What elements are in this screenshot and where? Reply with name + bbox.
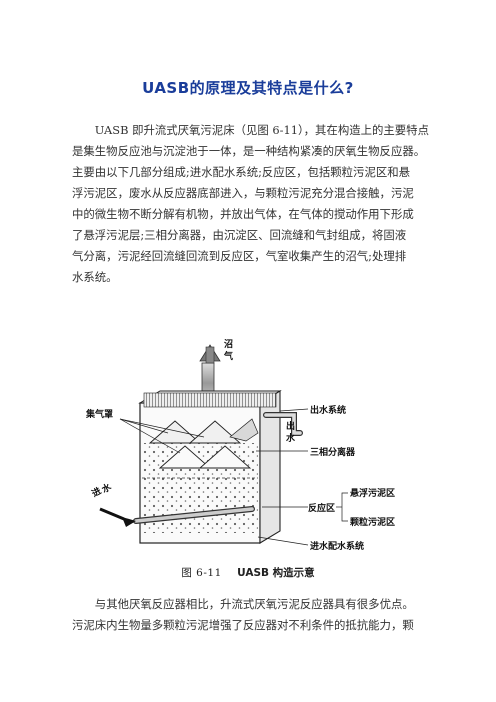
label-reaction-zone: 反应区 bbox=[308, 502, 335, 514]
paragraph-line: 是集生物反应池与沉淀池于一体，是一种结构紧凑的厌氧生物反应器。 bbox=[72, 144, 426, 158]
advantages-paragraph: 与其他厌氧反应器相比，升流式厌氧污泥反应器具有很多优点。 污泥床内生物量多颗粒污… bbox=[72, 594, 428, 636]
label-gas-hood: 集气罩 bbox=[85, 408, 113, 420]
paragraph-line: 水系统。 bbox=[72, 270, 118, 284]
page-title: UASB的原理及其特点是什么? bbox=[142, 79, 354, 97]
paragraph-line: UASB 即升流式厌氧污泥床（见图 6-11），其在构造上的主要特点 bbox=[94, 123, 429, 137]
uasb-diagram: 沼 气 集气罩 出水系统 出 水 三相分离器 悬浮污泥区 反应区 颗粒污泥区 进… bbox=[80, 333, 420, 565]
paragraph-line: 主要由以下几部分组成;进水配水系统;反应区，包括颗粒污泥区和悬 bbox=[72, 165, 411, 179]
inlet-pipe bbox=[99, 506, 255, 527]
label-separator: 三相分离器 bbox=[310, 446, 356, 458]
label-biogas-1: 沼 bbox=[224, 338, 233, 350]
caption-number: 图 6-11 bbox=[181, 567, 222, 579]
figure-caption: 图 6-11 UASB 构造示意 bbox=[0, 565, 496, 580]
label-granular-zone: 颗粒污泥区 bbox=[350, 516, 395, 528]
paragraph-line: 气分离，污泥经回流缝回流到反应区，气室收集产生的沼气;处理排 bbox=[72, 249, 407, 263]
label-outlet-system: 出水系统 bbox=[310, 404, 346, 416]
paragraph-line: 污泥床内生物量多颗粒污泥增强了反应器对不利条件的抵抗能力，颗 bbox=[72, 618, 414, 632]
label-outlet-1: 出 bbox=[286, 420, 295, 432]
intro-paragraph: UASB 即升流式厌氧污泥床（见图 6-11），其在构造上的主要特点 是集生物反… bbox=[72, 120, 429, 288]
outlet-pipe bbox=[263, 412, 303, 436]
paragraph-line: 中的微生物不断分解有机物，并放出气体，在气体的搅动作用下形成 bbox=[72, 207, 414, 221]
label-inlet-system: 进水配水系统 bbox=[310, 540, 364, 552]
three-phase-separator bbox=[142, 418, 259, 479]
label-suspended-zone: 悬浮污泥区 bbox=[349, 487, 395, 499]
leader-lines bbox=[119, 408, 348, 546]
paragraph-line: 浮污泥区，废水从反应器底部进入，与颗粒污泥充分混合接触，污泥 bbox=[72, 186, 414, 200]
label-outlet-2: 水 bbox=[286, 432, 296, 444]
paragraph-line: 了悬浮污泥层;三相分离器，由沉淀区、回流缝和气封组成，将固液 bbox=[72, 228, 407, 242]
paragraph-line: 与其他厌氧反应器相比，升流式厌氧污泥反应器具有很多优点。 bbox=[94, 597, 414, 611]
caption-text: UASB 构造示意 bbox=[237, 567, 315, 579]
label-biogas-2: 气 bbox=[223, 350, 233, 362]
